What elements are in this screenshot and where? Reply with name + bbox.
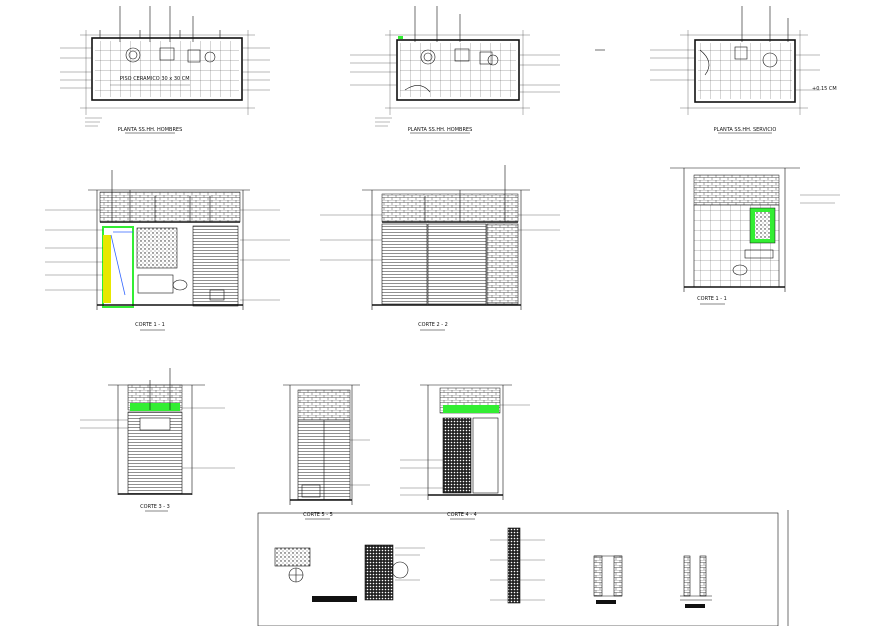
section-2: CORTE 2 - 2: [320, 165, 560, 331]
plan-men-1: PISO CERAMICO 30 x 30 CM PLANTA SS.HH. H…: [60, 6, 270, 134]
section-3: CORTE 3 - 3: [80, 368, 235, 512]
plan-1-note: PISO CERAMICO 30 x 30 CM: [120, 76, 190, 82]
section-1a-yellow: [103, 235, 111, 303]
section-1b: CORTE 1 - 1: [670, 167, 840, 305]
section-5: CORTE 5 - 5: [283, 384, 370, 520]
section-4-title: CORTE 4 - 4: [447, 512, 477, 518]
section-2-title: CORTE 2 - 2: [418, 322, 448, 328]
plan-2-title: PLANTA SS.HH. HOMBRES: [408, 127, 473, 133]
section-1b-title: CORTE 1 - 1: [697, 296, 727, 302]
details-frame: [257, 510, 789, 626]
section-4: CORTE 4 - 4: [400, 384, 530, 520]
plan-service: +0.15 CM PLANTA SS.HH. SERVICIO: [595, 6, 837, 134]
plan-3-title: PLANTA SS.HH. SERVICIO: [714, 127, 777, 133]
section-5-title: CORTE 5 - 5: [303, 512, 333, 518]
plan-men-2: PLANTA SS.HH. HOMBRES: [350, 6, 560, 134]
section-1a: CORTE 1 - 1: [45, 170, 290, 331]
section-1a-title: CORTE 1 - 1: [135, 322, 165, 328]
section-3-title: CORTE 3 - 3: [140, 504, 170, 510]
section-4-green: [443, 405, 499, 413]
level-mark: +0.15 CM: [812, 86, 837, 92]
plan-2-green-mark: [398, 36, 403, 39]
section-3-green: [130, 403, 180, 411]
plan-1-title: PLANTA SS.HH. HOMBRES: [118, 127, 183, 133]
